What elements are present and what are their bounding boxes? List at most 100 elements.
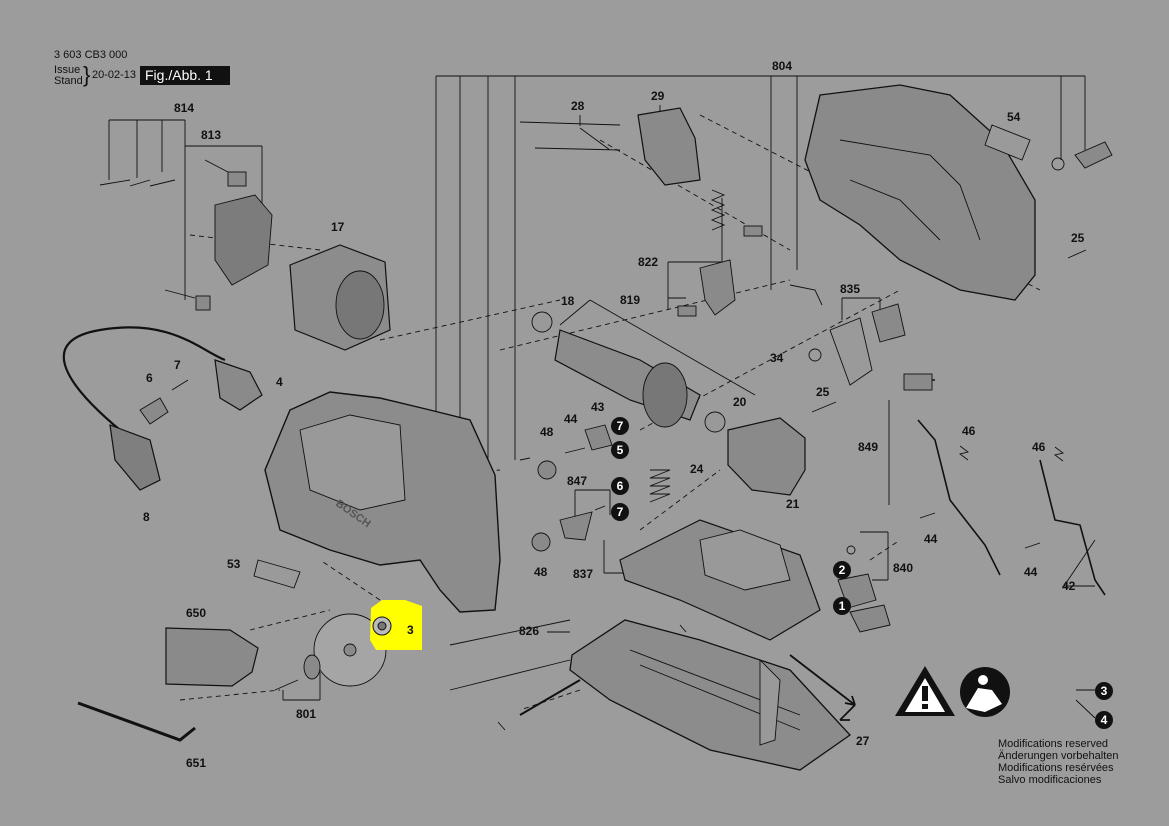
badge-circle (1095, 682, 1113, 700)
reference-badge-b2: 2 (833, 561, 851, 579)
part-callout-840: 840 (893, 561, 913, 575)
reference-badge-b7a: 7 (611, 417, 629, 435)
part-callout-24: 24 (690, 462, 704, 476)
part-callout-651: 651 (186, 756, 206, 770)
pin (919, 512, 1041, 549)
screw-head (808, 348, 822, 362)
badge-number: 1 (839, 599, 846, 613)
direction-arrow (789, 654, 856, 706)
armature-fan (642, 362, 688, 428)
reference-badge-b4: 4 (1095, 711, 1113, 729)
modification-line: Änderungen vorbehalten (998, 750, 1119, 762)
part-callout-44c: 44 (1024, 565, 1038, 579)
cover-plate (829, 317, 873, 386)
highlight-marker (370, 600, 422, 650)
leader-line (449, 619, 571, 691)
flange (303, 654, 321, 680)
reference-badge-b5: 5 (611, 441, 629, 459)
gear (537, 460, 557, 480)
washer (704, 411, 726, 433)
warning-triangle-icon (895, 666, 955, 716)
pin (519, 447, 606, 511)
plug (214, 359, 263, 411)
lever (559, 511, 593, 541)
issue-date: 20-02-13 (92, 69, 137, 81)
reference-badge-b3: 3 (1095, 682, 1113, 700)
switch-wire (519, 121, 621, 151)
leader-line (559, 299, 756, 396)
direction-arrow (839, 704, 856, 721)
spring (710, 189, 726, 231)
part-callout-847: 847 (567, 474, 587, 488)
nut-hole (377, 621, 387, 631)
leader-line (1075, 689, 1096, 719)
part-callout-34: 34 (770, 351, 784, 365)
part-callout-29: 29 (651, 89, 665, 103)
badge-circle (1095, 711, 1113, 729)
part-callout-814: 814 (174, 101, 194, 115)
badge-circle (611, 417, 629, 435)
badge-circle (833, 561, 851, 579)
part-callout-20: 20 (733, 395, 747, 409)
part-callout-819: 819 (620, 293, 640, 307)
rod (519, 679, 581, 716)
part-callout-48a: 48 (540, 425, 554, 439)
screw (1067, 249, 1087, 259)
screw (274, 679, 299, 691)
badge-circle (833, 597, 851, 615)
shaft-tip (1074, 141, 1113, 169)
part-callout-27: 27 (856, 734, 870, 748)
slider-pad (677, 305, 697, 317)
part-callout-826: 826 (519, 624, 539, 638)
part-callout-44b: 44 (924, 532, 938, 546)
part-callout-18: 18 (561, 294, 575, 308)
read-manual-icon (960, 667, 1010, 717)
leader-line (667, 198, 723, 310)
part-callout-42: 42 (1062, 579, 1076, 593)
motor-housing-half (804, 84, 1036, 301)
spring (649, 469, 671, 503)
gear (531, 532, 551, 552)
part-callout-4: 4 (276, 375, 283, 389)
brush-holder (214, 194, 273, 286)
dust-adapter (165, 627, 259, 687)
part-callout-813: 813 (201, 128, 221, 142)
badge-number: 7 (617, 419, 624, 433)
badge-number: 4 (1101, 713, 1108, 727)
label-strip (984, 124, 1031, 161)
screw (171, 379, 189, 391)
cable-clamp (139, 397, 169, 425)
part-callout-53: 53 (227, 557, 241, 571)
badge-number: 6 (617, 479, 624, 493)
badge-circle (611, 503, 629, 521)
stand-label: Stand (54, 75, 83, 87)
document-number: 3 603 CB3 000 (54, 49, 128, 61)
badge-number: 7 (617, 505, 624, 519)
modifications-notice: Modifications reserved Änderungen vorbeh… (998, 738, 1118, 786)
part-callout-835: 835 (840, 282, 860, 296)
leader-line (1063, 539, 1096, 587)
part-callout-3: 3 (407, 623, 414, 637)
part-callout-25b: 25 (816, 385, 830, 399)
leader-line (435, 75, 1086, 560)
housing-detail (839, 139, 981, 241)
gearbox (727, 417, 806, 496)
spring (958, 445, 1065, 462)
issue-label: Issue (54, 64, 81, 76)
base-plate (569, 619, 851, 771)
badge-number: 5 (617, 443, 624, 457)
part-callout-801: 801 (296, 707, 316, 721)
part-callout-6: 6 (146, 371, 153, 385)
leader-line (574, 489, 611, 520)
badge-circle (611, 477, 629, 495)
part-callout-46a: 46 (962, 424, 976, 438)
switch-slider (699, 259, 736, 316)
part-callout-849: 849 (858, 440, 878, 454)
badge-number: 2 (839, 563, 846, 577)
part-callout-48b: 48 (534, 565, 548, 579)
part-callout-837: 837 (573, 567, 593, 581)
leader-line (860, 531, 889, 581)
modification-line: Salvo modificaciones (998, 774, 1102, 786)
reference-badge-b1: 1 (833, 597, 851, 615)
